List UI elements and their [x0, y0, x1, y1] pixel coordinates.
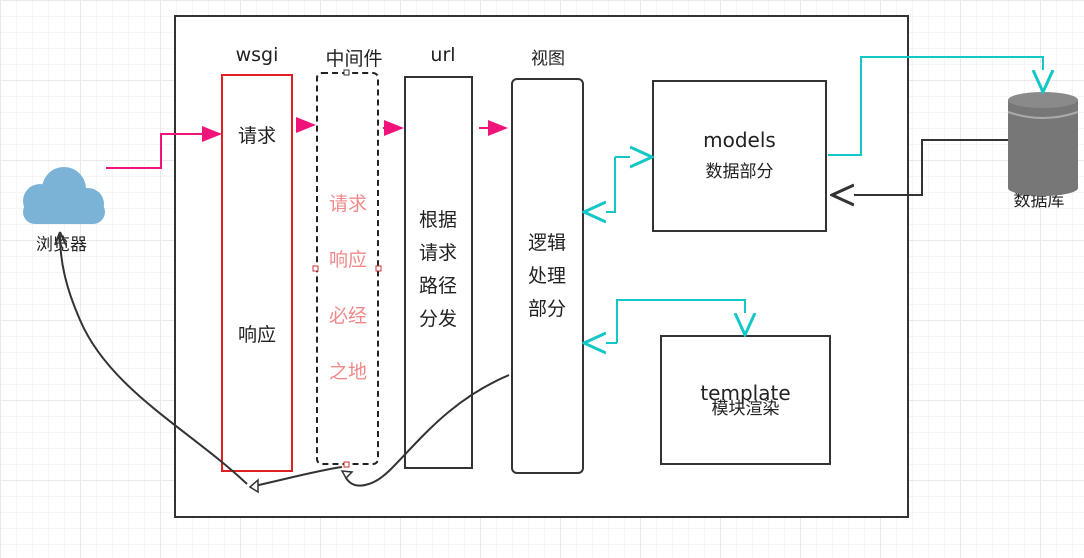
- url-header: url: [430, 44, 456, 66]
- template-subtitle: 模块渲染: [711, 399, 780, 419]
- view-line: 处理: [527, 265, 566, 287]
- view-box: [511, 78, 584, 474]
- database-label: 数据库: [1013, 191, 1065, 211]
- middleware-description: 请求 响应 必经 之地: [308, 176, 388, 400]
- view-line: 部分: [527, 298, 566, 320]
- models-box: [652, 80, 827, 232]
- middleware-line: 必经: [328, 305, 367, 327]
- view-line: 逻辑: [527, 232, 566, 254]
- middleware-header: 中间件: [325, 48, 383, 70]
- cloud-icon: [23, 167, 105, 224]
- middleware-line: 请求: [328, 193, 367, 215]
- url-line: 请求: [418, 242, 457, 264]
- wsgi-request-label: 请求: [237, 125, 276, 147]
- url-line: 路径: [418, 275, 457, 297]
- database-icon: [1007, 92, 1079, 196]
- view-header: 视图: [531, 49, 565, 69]
- browser-label: 浏览器: [36, 235, 87, 255]
- middleware-line: 之地: [328, 361, 367, 383]
- models-subtitle: 数据部分: [705, 162, 774, 182]
- url-description: 根据 请求 路径 分发: [398, 204, 478, 336]
- url-line: 分发: [418, 308, 457, 330]
- models-title: models: [703, 128, 776, 152]
- view-description: 逻辑 处理 部分: [507, 227, 587, 326]
- wsgi-header: wsgi: [235, 44, 279, 66]
- middleware-line: 响应: [328, 249, 367, 271]
- template-title: template: [700, 381, 791, 405]
- wsgi-response-label: 响应: [237, 324, 276, 346]
- url-line: 根据: [418, 209, 457, 231]
